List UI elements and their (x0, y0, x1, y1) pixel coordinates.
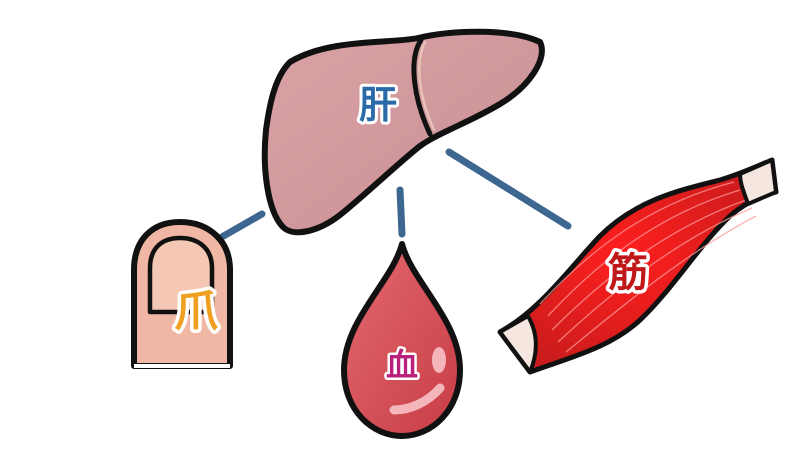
connector-lines (216, 148, 572, 242)
muscle-label: 筋 (608, 250, 648, 296)
blood-drop-icon: 血 (341, 241, 463, 439)
liver-label: 肝 (359, 83, 397, 127)
muscle-icon: 筋 (497, 157, 779, 375)
liver-icon: 肝 (261, 28, 545, 236)
fingernail-icon: 爪 (131, 219, 233, 369)
blood-label: 血 (386, 346, 418, 384)
connector-liver-muscle (445, 148, 572, 230)
connector-liver-nail (216, 210, 266, 242)
nail-label: 爪 (174, 286, 218, 337)
connector-liver-blood (396, 186, 406, 238)
